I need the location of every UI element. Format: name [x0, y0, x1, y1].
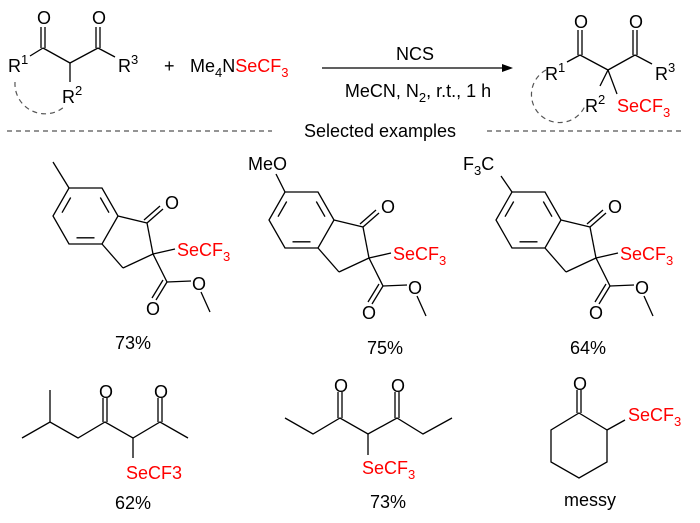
- oxygen-label: O: [589, 303, 603, 323]
- secf3-label: SeCF3: [620, 244, 673, 268]
- secf3-label: SeCF3: [393, 244, 446, 268]
- example-4: O O SeCF3 62%: [21, 382, 189, 513]
- example-1: O O O SeCF3 73%: [52, 161, 230, 353]
- reagent-label: Me4NSeCF3: [190, 56, 289, 80]
- oxygen-label: O: [635, 278, 649, 298]
- oxygen-label: O: [573, 374, 587, 394]
- secf3-label: SeCF3: [362, 458, 415, 482]
- yield-label: 64%: [570, 338, 606, 358]
- substituent-label: MeO: [248, 154, 287, 174]
- oxygen-label: O: [408, 278, 422, 298]
- secf3-label: SeCF3: [628, 405, 681, 429]
- oxygen-label: O: [608, 197, 622, 217]
- oxygen-label: O: [37, 8, 51, 28]
- r2-label: R2: [585, 92, 605, 116]
- secf3-label: SeCF3: [177, 240, 230, 264]
- r1-label: R1: [8, 52, 28, 76]
- product-diketone: O O R1 R3 R2 SeCF3: [530, 12, 675, 124]
- example-5: O O SeCF3 73%: [284, 376, 453, 512]
- oxygen-label: O: [362, 303, 376, 323]
- example-3: O O O SeCF3 F3C 64%: [463, 154, 673, 358]
- oxygen-label: O: [165, 193, 179, 213]
- secf3-label: SeCF3: [126, 463, 182, 483]
- ring-closure-arc: [14, 81, 65, 115]
- example-2: O O O SeCF3 MeO 75%: [248, 154, 446, 358]
- example-6: O SeCF3 messy: [550, 374, 681, 510]
- yield-label: 73%: [115, 333, 151, 353]
- oxygen-label: O: [629, 12, 643, 32]
- yield-label: 73%: [370, 492, 406, 512]
- oxygen-label: O: [192, 274, 206, 294]
- r3-label: R3: [118, 52, 138, 76]
- yield-label: messy: [564, 490, 616, 510]
- plus-sign: +: [164, 56, 175, 76]
- substituent-label: F3C: [463, 154, 494, 178]
- condition-reagent: NCS: [396, 44, 434, 64]
- yield-label: 62%: [115, 493, 151, 513]
- r1-label: R1: [545, 60, 565, 84]
- r3-label: R3: [655, 60, 675, 84]
- divider-label: Selected examples: [304, 121, 456, 141]
- secf3-label: SeCF3: [617, 96, 670, 120]
- reactant-diketone: O O R1 R3 R2: [8, 8, 138, 115]
- oxygen-label: O: [334, 376, 348, 396]
- ring-closure-arc: [530, 69, 586, 124]
- reaction-arrow: [322, 64, 513, 72]
- oxygen-label: O: [574, 12, 588, 32]
- oxygen-label: O: [99, 382, 113, 402]
- oxygen-label: O: [154, 382, 168, 402]
- r2-label: R2: [62, 83, 82, 107]
- condition-details: MeCN, N2, r.t., 1 h: [345, 81, 491, 105]
- oxygen-label: O: [381, 197, 395, 217]
- oxygen-label: O: [146, 299, 160, 319]
- oxygen-label: O: [92, 8, 106, 28]
- yield-label: 75%: [367, 338, 403, 358]
- oxygen-label: O: [391, 376, 405, 396]
